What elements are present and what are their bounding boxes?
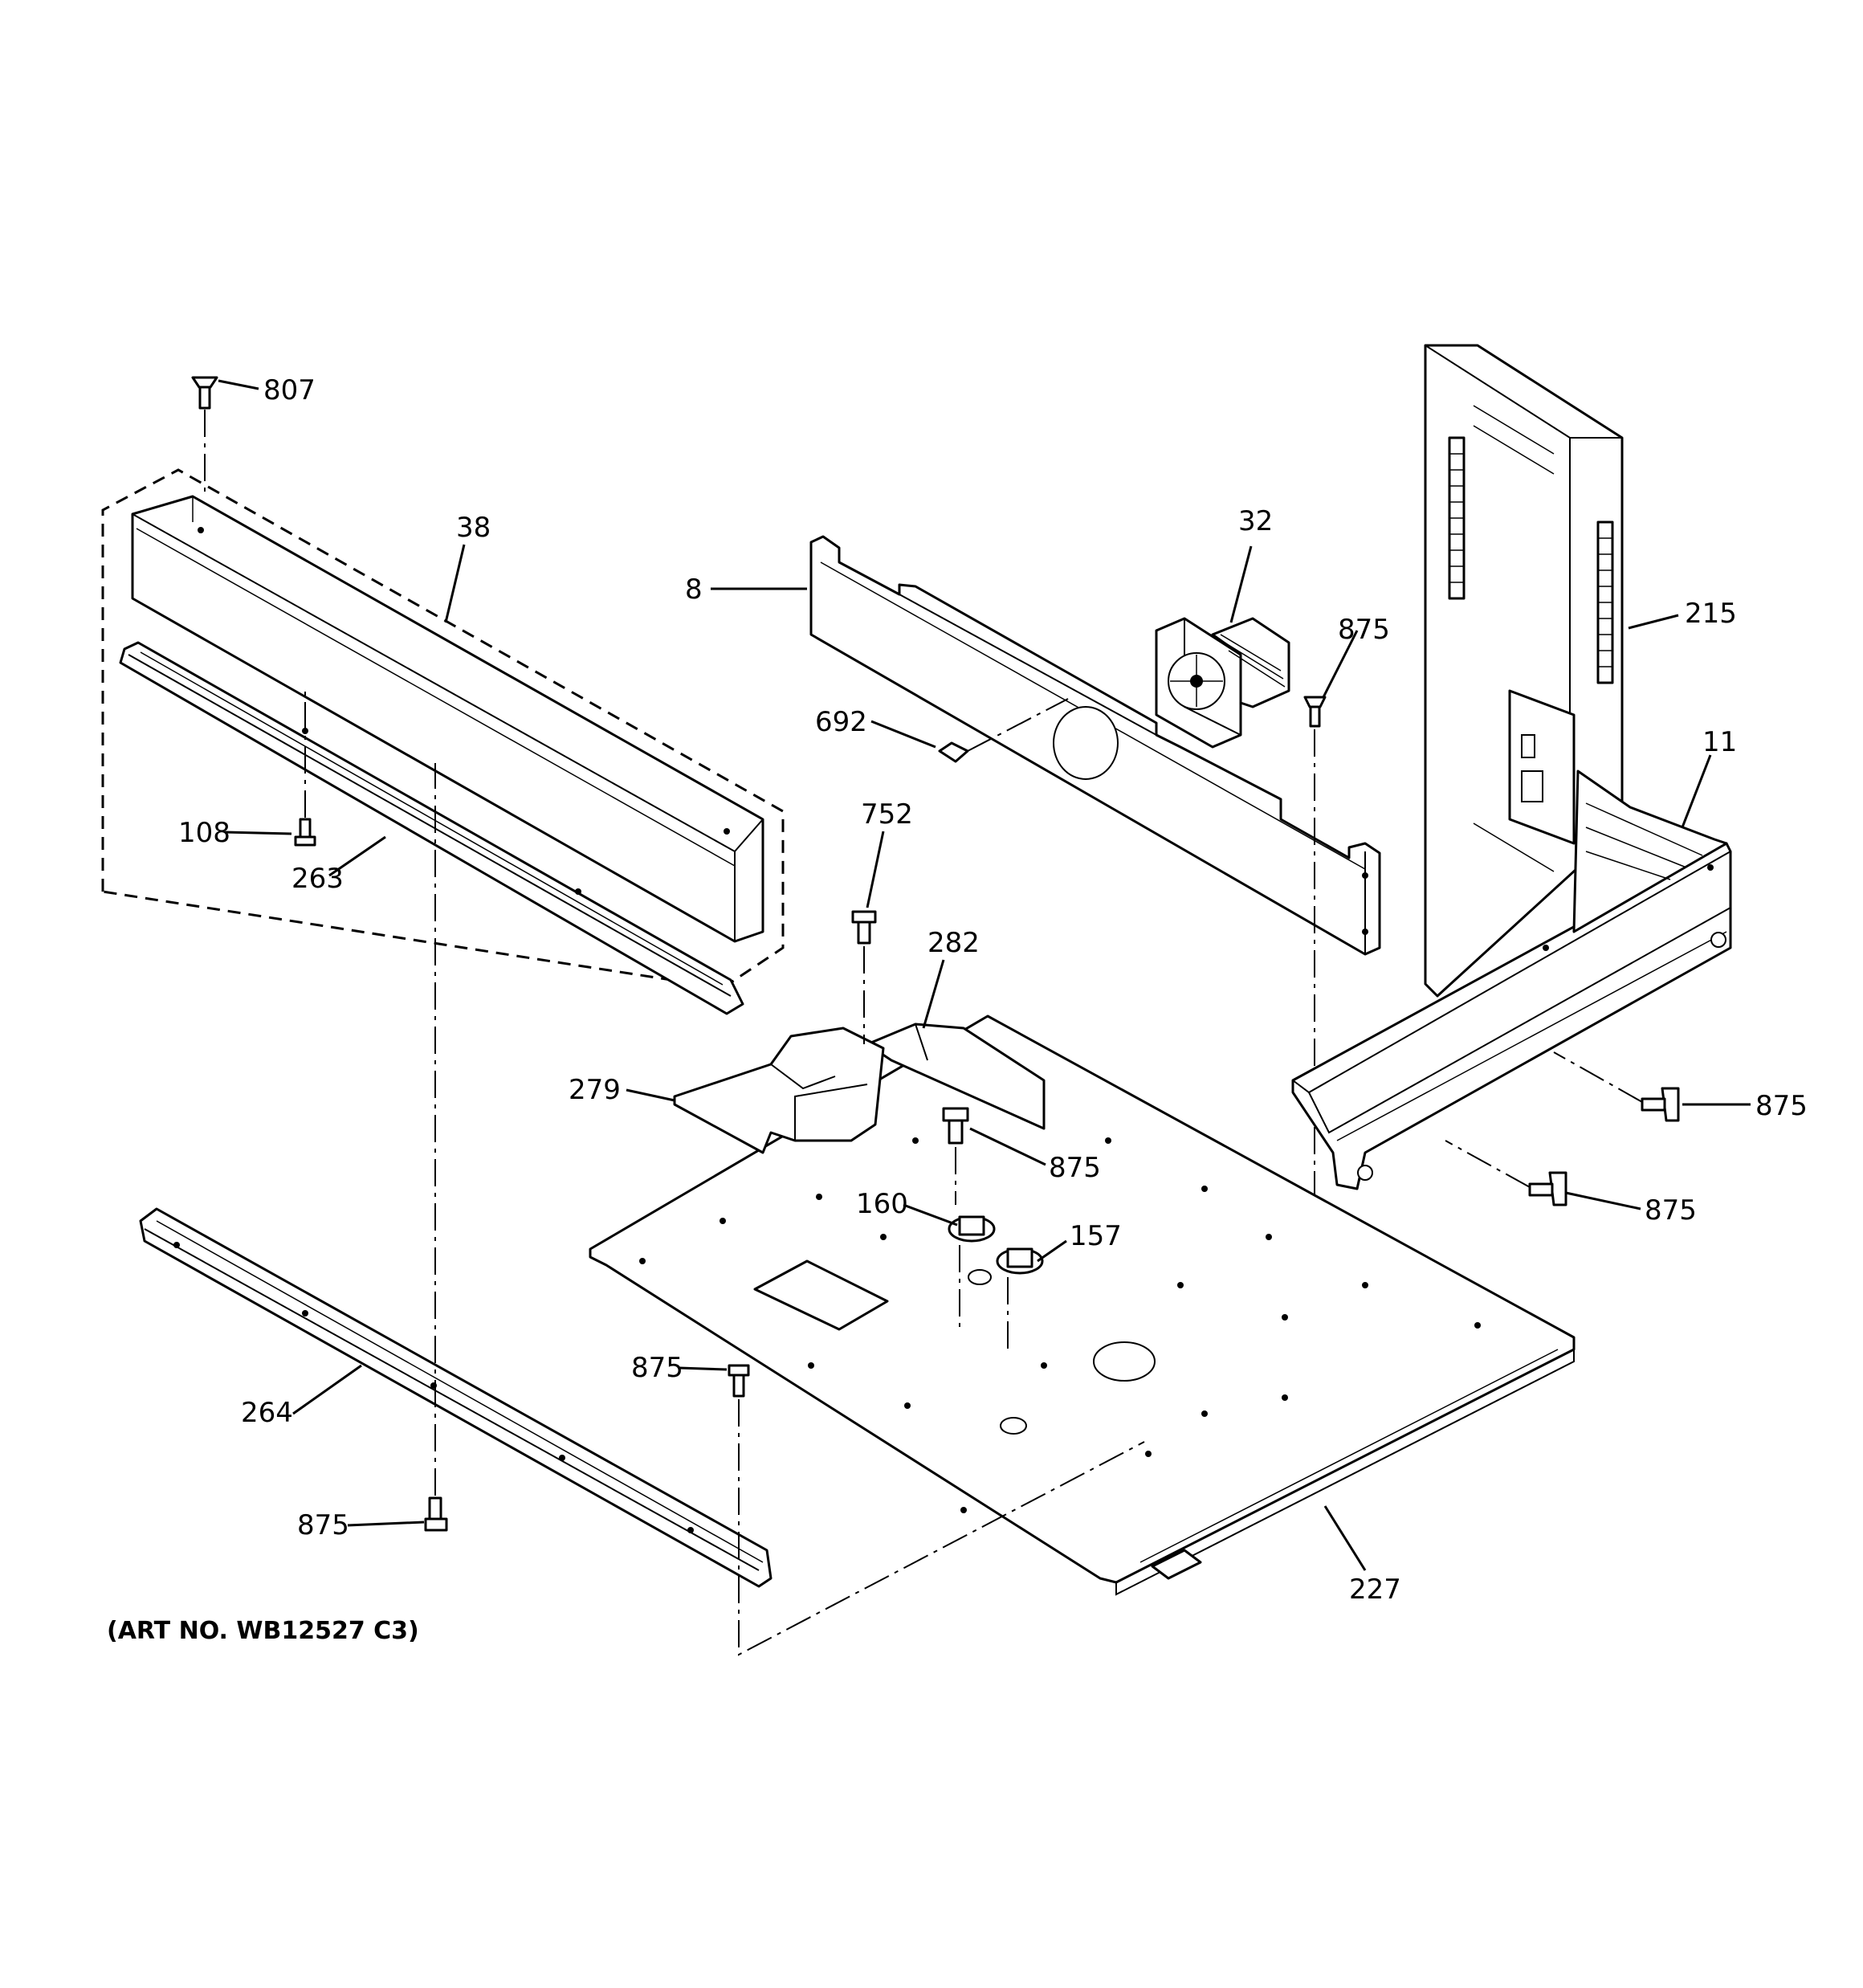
callout-32: 32	[1238, 505, 1273, 537]
screw-875-base	[942, 1107, 969, 1205]
callout-227: 227	[1349, 1574, 1401, 1606]
part-157-thermostat	[996, 1247, 1044, 1349]
screw-875-mid	[728, 1364, 1145, 1656]
callout-160: 160	[856, 1188, 908, 1220]
callout-875-left: 875	[297, 1509, 349, 1541]
callout-692: 692	[815, 706, 867, 738]
vent-slots-left	[1448, 436, 1466, 600]
screw-752	[851, 910, 877, 1044]
callout-279: 279	[569, 1074, 621, 1106]
screw-875-fan	[1303, 696, 1327, 1414]
screw-108	[294, 691, 316, 847]
vent-slots-right	[1596, 520, 1614, 684]
callout-807: 807	[263, 374, 316, 406]
callout-282: 282	[927, 927, 980, 959]
part-227-base-plate	[589, 1014, 1576, 1596]
callout-157: 157	[1070, 1220, 1122, 1252]
part-11-bracket	[1291, 769, 1732, 1190]
callout-215: 215	[1685, 598, 1737, 630]
callout-875-fan: 875	[1338, 614, 1390, 646]
part-38-front-trim	[131, 495, 764, 943]
callout-263: 263	[291, 863, 344, 895]
art-number: (ART NO. WB12527 C3)	[107, 1617, 419, 1645]
callout-875-right-upper: 875	[1755, 1090, 1808, 1122]
callout-labels: 807 38 8 32 875 215 692 11 108 263 752 2…	[178, 374, 1808, 1606]
screw-875-right-lower	[1445, 1140, 1567, 1206]
screw-875-left	[424, 763, 448, 1532]
screw-807	[191, 376, 218, 498]
screw-692	[938, 698, 1069, 763]
screw-875-right-upper	[1553, 1051, 1680, 1122]
callout-108: 108	[178, 817, 230, 849]
part-8-rear-panel	[809, 535, 1381, 956]
part-32-fan-assembly	[1155, 617, 1290, 749]
part-282-duct	[866, 1023, 1046, 1130]
part-160-thermostat	[948, 1215, 996, 1333]
leader-lines	[218, 379, 1751, 1571]
callout-264: 264	[241, 1397, 293, 1429]
callout-875-base: 875	[1049, 1152, 1101, 1184]
callout-38: 38	[456, 512, 491, 544]
callout-875-mid: 875	[631, 1352, 683, 1384]
callout-875-right-lower: 875	[1645, 1194, 1697, 1227]
part-215-side-panel	[1424, 344, 1624, 998]
callout-752: 752	[861, 798, 913, 831]
callout-8: 8	[685, 574, 703, 606]
callout-11: 11	[1702, 726, 1737, 758]
part-263-trim-channel	[119, 641, 744, 1015]
part-279-air-diverter	[673, 1027, 885, 1154]
trim-assembly-boundary	[101, 468, 785, 990]
